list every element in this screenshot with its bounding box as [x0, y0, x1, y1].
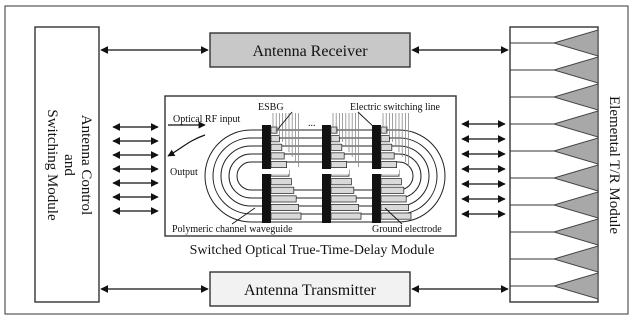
esbg-grating-cell	[270, 143, 283, 151]
antenna-transmitter-box	[209, 271, 411, 307]
esbg-gap	[369, 169, 399, 174]
esbg-grating-cell	[330, 178, 352, 186]
antenna-element-triangle	[552, 245, 599, 273]
esbg-grating-cell	[380, 178, 402, 186]
elemental-module-label: Elemental T/R Module	[606, 96, 622, 234]
antenna-receiver-block	[209, 32, 411, 68]
io-lines	[167, 121, 206, 157]
antenna-element-triangles	[510, 29, 599, 300]
electric-switching-lines	[272, 113, 410, 167]
esbg-grating-cell	[330, 203, 360, 211]
ellipsis-label: ...	[308, 118, 316, 129]
esbg-grating-cell	[380, 152, 395, 160]
esbg-grating-cell	[380, 126, 388, 134]
antenna-element-triangle	[552, 83, 599, 111]
esbg-grating-cell	[270, 178, 292, 186]
optical-rf-input-label: Optical RF input	[173, 114, 240, 125]
esbg-grating-cell	[270, 212, 302, 220]
delay-module-caption: Switched Optical True-Time-Delay Module	[190, 243, 435, 258]
right-bus-arrows	[461, 120, 506, 218]
elemental-module-text: Elemental T/R Module	[606, 96, 622, 234]
esbg-grating-cell	[330, 212, 362, 220]
esbg-grating-cell	[380, 195, 407, 203]
esbg-grating-cell	[270, 186, 295, 194]
polymeric-waveguide-label: Polymeric channel waveguide	[172, 224, 293, 235]
outer-frame	[4, 5, 629, 315]
antenna-element-triangle	[552, 191, 599, 219]
control-module-label: Antenna Control and Switching Module	[44, 109, 94, 221]
esbg-grating-cell	[330, 195, 357, 203]
esbg-grating-cell	[380, 135, 390, 143]
esbg-gratings	[259, 125, 412, 223]
esbg-grating-cell	[380, 143, 393, 151]
ground-electrode-label: Ground electrode	[372, 224, 442, 235]
antenna-receiver-label: Antenna Receiver	[252, 43, 368, 60]
esbg-grating-cell	[270, 152, 285, 160]
antenna-element-triangle	[552, 110, 599, 138]
esbg-grating-cell	[380, 160, 398, 168]
esbg-grating-cell	[330, 126, 338, 134]
esbg-grating-cell	[330, 135, 340, 143]
esbg-gap	[319, 169, 349, 174]
leader-lines	[231, 111, 403, 225]
control-module-line2: and	[61, 154, 77, 176]
antenna-element-triangle	[552, 218, 599, 246]
antenna-element-triangle	[552, 29, 599, 57]
antenna-element-triangle	[552, 137, 599, 165]
esbg-grating-cell	[330, 143, 343, 151]
esbg-grating-cell	[270, 195, 297, 203]
left-bus-arrows	[112, 123, 159, 215]
electric-switching-line-label: Electric switching line	[350, 102, 441, 113]
esbg-label: ESBG	[258, 102, 284, 113]
esbg-grating-cell	[270, 160, 288, 168]
esbg-grating-cell	[270, 135, 280, 143]
esbg-grating-cell	[330, 186, 355, 194]
control-module-line1: Antenna Control	[78, 115, 94, 215]
antenna-element-triangle	[552, 272, 599, 300]
esbg-grating-cell	[380, 212, 412, 220]
antenna-element-triangle	[552, 164, 599, 192]
control-module-line3: Switching Module	[44, 109, 60, 221]
antenna-receiver-box	[209, 32, 411, 68]
output-label: Output	[170, 167, 198, 178]
esbg-grating-cell	[330, 160, 348, 168]
control-module-block	[34, 26, 100, 303]
esbg-grating-cell	[380, 203, 410, 211]
esbg-grating-cell	[330, 152, 345, 160]
esbg-gap	[259, 169, 289, 174]
esbg-grating-cell	[270, 203, 300, 211]
esbg-grating-cell	[270, 126, 278, 134]
antenna-transmitter-block	[209, 271, 411, 307]
antenna-element-triangle	[552, 56, 599, 84]
antenna-transmitter-label: Antenna Transmitter	[244, 282, 377, 299]
esbg-grating-cell	[380, 186, 405, 194]
